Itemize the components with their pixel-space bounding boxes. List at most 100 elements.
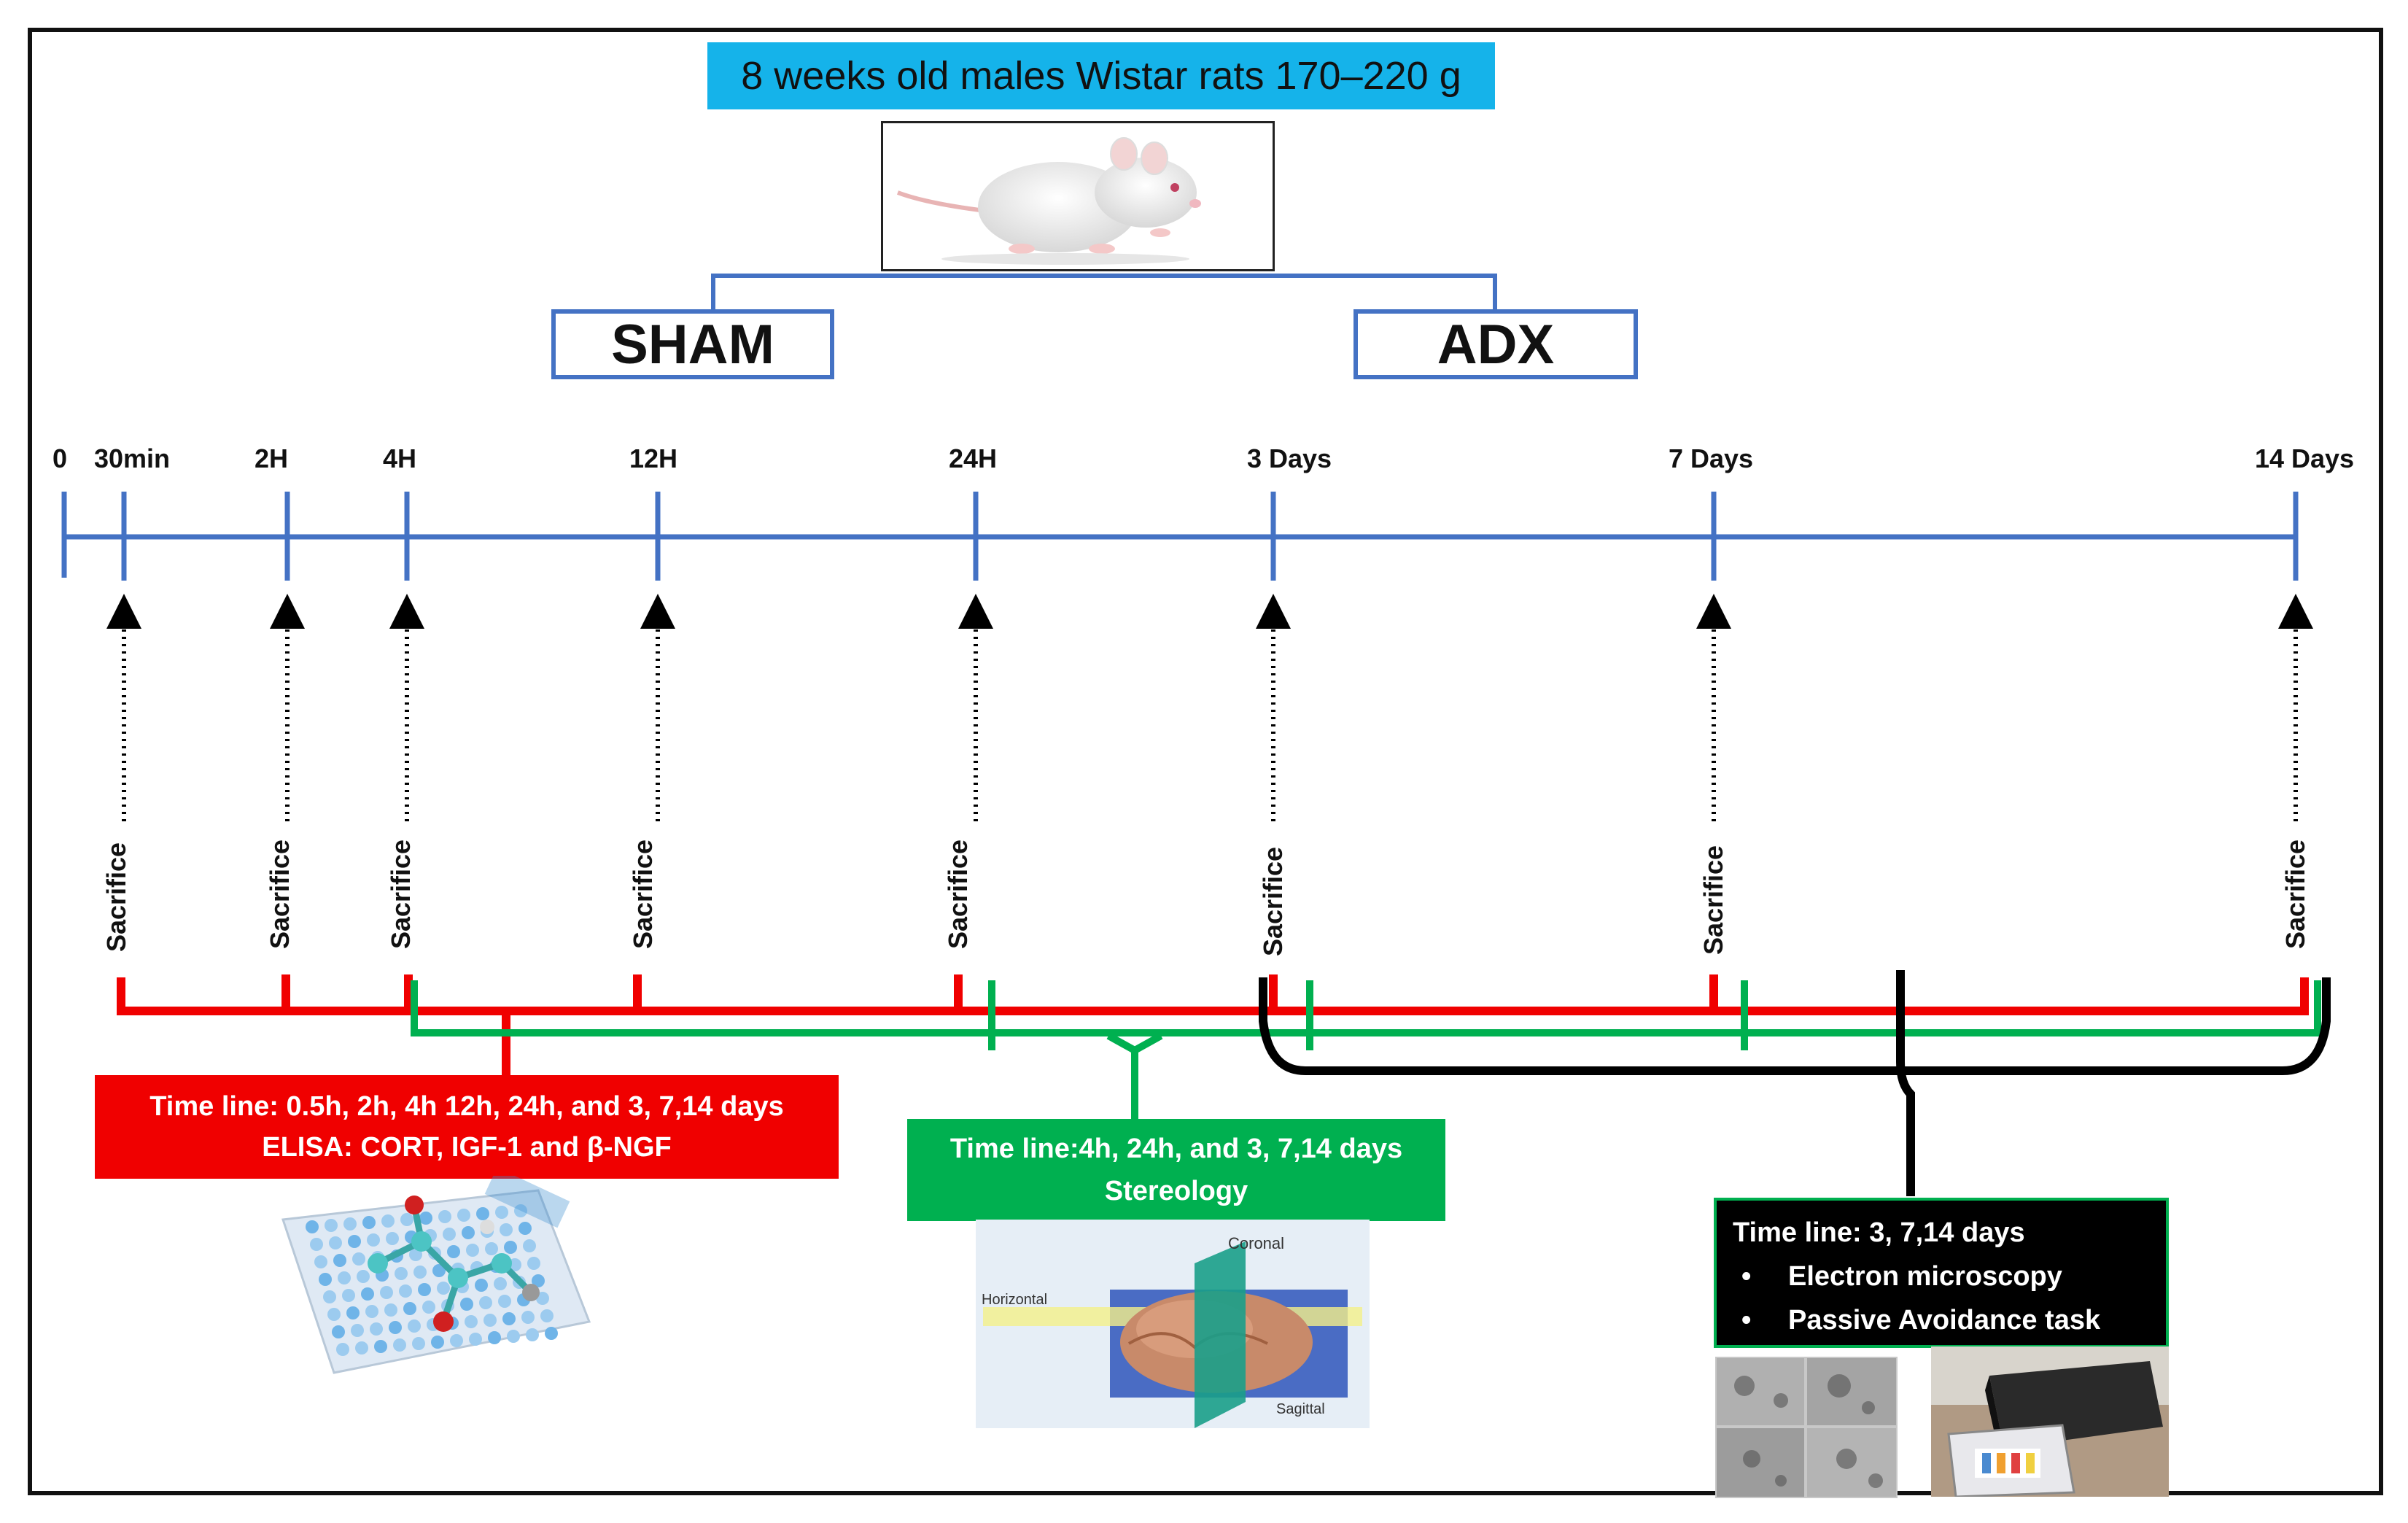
plate-well (545, 1327, 558, 1340)
sham-group-box: SHAM (551, 309, 834, 379)
plate-well (332, 1325, 345, 1338)
plate-well (438, 1210, 451, 1223)
plate-well (476, 1207, 489, 1220)
plate-well (327, 1308, 341, 1321)
em-bracket-stem (1896, 970, 1915, 1196)
plate-well (437, 1282, 450, 1295)
tick-label-4: 12H (629, 443, 678, 473)
plate-well (514, 1204, 527, 1217)
tick-label-0: 0 (53, 443, 68, 473)
plate-well (323, 1290, 336, 1303)
plate-well (325, 1219, 338, 1232)
brain-planes-image: Coronal Horizontal Sagittal (976, 1220, 1370, 1428)
tick-label-3: 4H (382, 443, 417, 473)
horizontal-label: Horizontal (982, 1292, 1047, 1308)
plate-well (370, 1322, 383, 1336)
electron-microscopy-item: Electron microscopy (1733, 1255, 2150, 1298)
plate-well (443, 1228, 456, 1241)
plate-well (483, 1314, 497, 1327)
tick-label-6: 3 Days (1246, 443, 1332, 473)
stereology-method-text: Stereology (1104, 1176, 1248, 1206)
plate-well (494, 1277, 507, 1290)
plate-well (432, 1264, 446, 1277)
passive-avoidance-item: Passive Avoidance task (1733, 1298, 2150, 1342)
coronal-label: Coronal (1228, 1234, 1284, 1252)
plate-well (523, 1239, 536, 1252)
sacrifice-label-8: Sacrifice (2280, 839, 2310, 950)
plate-well (319, 1273, 332, 1286)
plate-well (374, 1340, 387, 1353)
sacrifice-label-4: Sacrifice (628, 839, 658, 950)
plate-well (384, 1303, 397, 1317)
plate-well (488, 1331, 501, 1344)
plate-well (380, 1286, 393, 1299)
plate-well (504, 1241, 517, 1254)
plate-well (502, 1312, 516, 1325)
plate-well (389, 1321, 402, 1334)
plate-well (367, 1233, 380, 1247)
plate-well (532, 1274, 545, 1287)
sacrifice-label-7: Sacrifice (1698, 845, 1728, 956)
plate-well (346, 1306, 360, 1319)
plate-well (419, 1212, 432, 1225)
plate-well (333, 1254, 346, 1267)
stereology-bracket (411, 980, 2321, 1036)
sacrifice-label-5: Sacrifice (943, 839, 973, 950)
plate-well (457, 1209, 470, 1222)
plate-well (386, 1232, 399, 1245)
plate-well (450, 1334, 463, 1347)
plate-well (521, 1311, 535, 1324)
plate-well (362, 1216, 376, 1229)
plate-well (338, 1271, 351, 1284)
title-banner: 8 weeks old males Wistar rats 170–220 g (707, 42, 1495, 109)
plate-well (422, 1301, 435, 1314)
plate-well (395, 1267, 408, 1280)
sacrifice-label-2: Sacrifice (265, 839, 295, 950)
plate-well (357, 1270, 370, 1283)
stereology-bracket-stem (1106, 1032, 1163, 1119)
plate-well (351, 1324, 364, 1337)
plate-well (336, 1343, 349, 1356)
avoidance-apparatus-photo (1931, 1346, 2169, 1497)
em-avoidance-info-box: Time line: 3, 7,14 days Electron microsc… (1714, 1198, 2169, 1348)
plate-well (348, 1235, 361, 1248)
plate-well (342, 1289, 355, 1302)
plate-well (399, 1284, 412, 1298)
group-branch-connector (711, 274, 1497, 311)
plate-well (306, 1220, 319, 1233)
plate-well (355, 1341, 368, 1355)
plate-well (495, 1206, 508, 1219)
plate-well (381, 1214, 395, 1228)
plate-well (431, 1336, 444, 1349)
adx-group-box: ADX (1353, 309, 1638, 379)
plate-well (408, 1319, 421, 1333)
em-timeline-text: Time line: 3, 7,14 days (1733, 1217, 2025, 1248)
plate-well (393, 1338, 406, 1352)
tick-label-8: 14 Days (2254, 443, 2355, 473)
plate-well (361, 1287, 374, 1301)
plate-well (475, 1279, 488, 1292)
outer-frame (28, 28, 2383, 1495)
plate-well (343, 1217, 357, 1231)
plate-well (536, 1292, 549, 1305)
stereology-info-box: Time line:4h, 24h, and 3, 7,14 days Ster… (907, 1119, 1445, 1221)
plate-well (460, 1298, 473, 1311)
plate-well (329, 1236, 342, 1249)
plate-well (469, 1333, 482, 1346)
plate-well (462, 1226, 475, 1239)
sacrifice-label-6: Sacrifice (1258, 846, 1288, 957)
sacrifice-label-3: Sacrifice (386, 839, 416, 950)
plate-well (412, 1337, 425, 1350)
elisa-timeline-text: Time line: 0.5h, 2h, 4h 12h, 24h, and 3,… (149, 1091, 784, 1122)
plate-well (403, 1302, 416, 1315)
tick-label-2: 2H (254, 443, 289, 473)
plate-well (400, 1213, 413, 1226)
plate-well (479, 1296, 492, 1309)
plate-well (500, 1223, 513, 1236)
plate-well (418, 1283, 431, 1296)
plate-well (466, 1244, 479, 1257)
sacrifice-label-1: Sacrifice (101, 842, 131, 953)
elisa-plate-photo (268, 1176, 604, 1380)
